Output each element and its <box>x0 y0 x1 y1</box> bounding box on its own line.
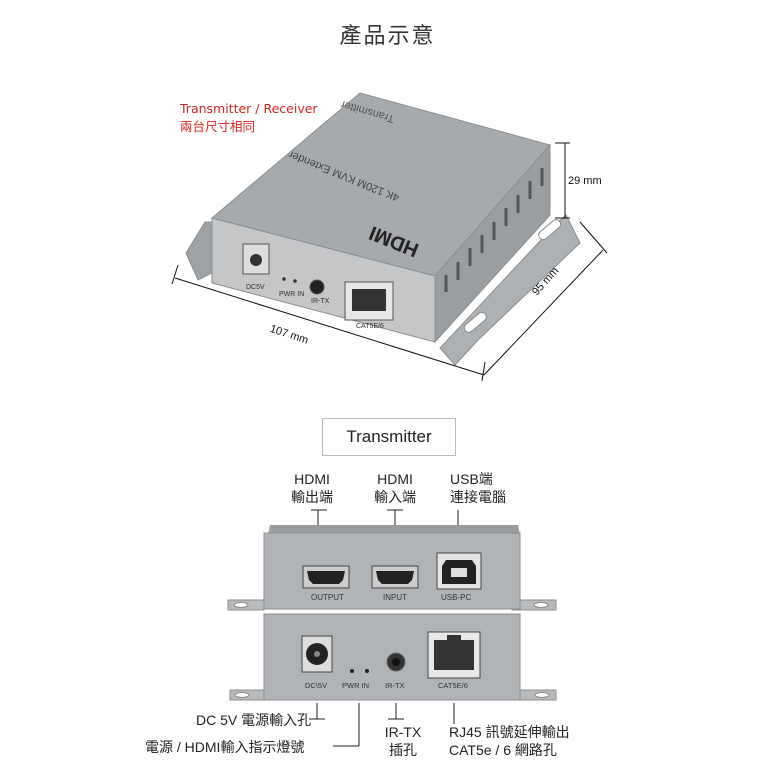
callout-ir-tx-line1: IR-TX <box>384 724 422 740</box>
transmitter-panels-illustration: OUTPUT INPUT USB-PC DC\5V PWR IN IR-TX C… <box>227 509 557 747</box>
port-label-pwr: PWR IN <box>279 291 304 298</box>
callout-dc-input: DC 5V 電源輸入孔 <box>196 712 312 728</box>
pwr-led <box>350 669 354 673</box>
pwr-led <box>293 279 297 283</box>
front-label-output: OUTPUT <box>311 593 344 602</box>
back-label-ir: IR-TX <box>385 681 405 690</box>
back-label-pwr: PWR IN <box>342 681 369 690</box>
callout-hdmi-output: HDMI 輸出端 <box>282 470 342 506</box>
flange-slot <box>538 219 562 241</box>
dimension-height: 29 mm <box>568 175 602 187</box>
callout-usb-line1: USB端 <box>450 471 493 487</box>
dc-jack-hole <box>250 254 262 266</box>
callout-hdmi-output-line1: HDMI <box>294 471 330 487</box>
callout-hdmi-input-line1: HDMI <box>377 471 413 487</box>
size-note: Transmitter / Receiver 兩台尺寸相同 <box>180 100 318 136</box>
rj45-opening <box>352 289 386 311</box>
enclosure-side <box>434 143 551 344</box>
pwr-led <box>282 277 286 281</box>
page-title: 產品示意 <box>339 24 436 49</box>
flange-slot <box>463 311 487 333</box>
callout-ir-tx: IR-TX 插孔 <box>380 723 426 759</box>
back-label-dc: DC\5V <box>305 681 327 690</box>
hdmi-led <box>365 669 369 673</box>
callout-rj45-line1: RJ45 訊號延伸輸出 <box>449 724 570 740</box>
callout-usb: USB端 連接電腦 <box>450 470 530 506</box>
callout-hdmi-input-line2: 輸入端 <box>374 489 416 505</box>
ir-jack <box>309 279 325 295</box>
callout-ir-tx-line2: 插孔 <box>389 742 417 758</box>
side-vents <box>444 168 544 292</box>
callout-rj45-line2: CAT5e / 6 網路孔 <box>449 742 557 758</box>
callout-usb-line2: 連接電腦 <box>450 489 506 505</box>
dimension-lines <box>171 142 608 382</box>
bottom-leader-lines <box>309 703 455 747</box>
left-mounting-flange <box>185 221 215 281</box>
back-label-rj45: CAT5E/6 <box>438 681 468 690</box>
port-label-ir: IR-TX <box>311 298 330 305</box>
size-note-line2: 兩台尺寸相同 <box>180 119 256 134</box>
callout-hdmi-input: HDMI 輸入端 <box>365 470 425 506</box>
front-label-input: INPUT <box>383 593 407 602</box>
callout-hdmi-output-line2: 輸出端 <box>291 489 333 505</box>
size-note-line1: Transmitter / Receiver <box>180 101 318 116</box>
product-3d-illustration: Transmitter 4K 120M KVM Extender HDMI DC… <box>171 92 608 382</box>
front-label-usb: USB-PC <box>441 593 471 602</box>
port-label-dc: DC5V <box>246 284 265 291</box>
callout-rj45: RJ45 訊號延伸輸出 CAT5e / 6 網路孔 <box>449 723 570 759</box>
callout-power-indicator: 電源 / HDMI輸入指示燈號 <box>145 739 305 755</box>
port-label-rj45: CAT5E/6 <box>356 323 384 330</box>
section-label-transmitter: Transmitter <box>322 418 456 456</box>
